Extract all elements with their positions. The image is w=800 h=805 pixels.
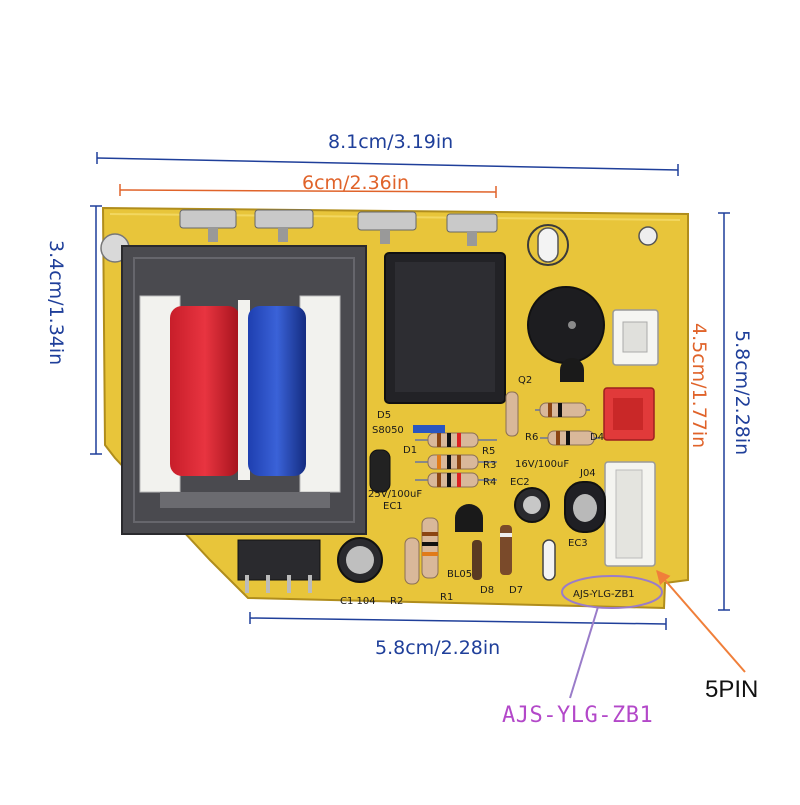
silk-ref: D4 xyxy=(590,432,604,443)
silk-ref: D5 xyxy=(377,410,391,421)
silk-ref: R5 xyxy=(482,446,495,457)
diodes-transistors xyxy=(413,358,584,580)
model-callout-line xyxy=(569,606,599,699)
connector-callout-label: 5PIN xyxy=(705,676,759,703)
total-width-line xyxy=(96,157,679,171)
total-width-label: 8.1cm/3.19in xyxy=(328,131,454,153)
inner-width-label: 6cm/2.36in xyxy=(302,172,410,194)
model-callout-label: AJS-YLG-ZB1 xyxy=(502,703,654,728)
silk-ref: EC1 xyxy=(383,501,403,512)
total-height-label: 5.8cm/2.28in xyxy=(731,330,753,456)
model-highlight-ellipse xyxy=(561,575,663,609)
silk-model: AJS-YLG-ZB1 xyxy=(573,589,635,600)
silk-ref: S8050 xyxy=(372,425,404,436)
inner-height-label: 4.5cm/1.77in xyxy=(688,323,710,449)
silk-ref: R1 xyxy=(440,592,453,603)
left-height-label: 3.4cm/1.34in xyxy=(45,240,67,366)
silk-ref: R4 xyxy=(483,477,496,488)
bottom-width-label: 5.8cm/2.28in xyxy=(375,637,501,659)
silk-ref: R2 xyxy=(390,596,403,607)
resistors xyxy=(404,391,600,585)
buzzer xyxy=(527,286,605,364)
silk-ref: BL05 xyxy=(447,569,472,580)
silk-value: 25V/100uF xyxy=(368,489,422,500)
silk-ref: R6 xyxy=(525,432,538,443)
silk-ref: J04 xyxy=(579,468,596,479)
silkscreen-labels: D5 D1 R5 R3 R4 EC1 EC2 EC3 R6 Q2 D4 C1 1… xyxy=(340,375,635,607)
silk-ref: EC3 xyxy=(568,538,588,549)
spade-terminals xyxy=(179,209,498,246)
silk-ref: C1 104 xyxy=(340,596,376,607)
bottom-width-line xyxy=(249,617,667,625)
connectors xyxy=(237,309,659,593)
inner-width-line xyxy=(119,189,497,193)
silk-ref: R3 xyxy=(483,460,496,471)
silk-ref: D8 xyxy=(480,585,494,596)
silk-ref: Q2 xyxy=(518,375,532,386)
transformer xyxy=(121,245,367,535)
silk-ref: EC2 xyxy=(510,477,530,488)
pin-header xyxy=(237,539,321,581)
silk-ref: D7 xyxy=(509,585,523,596)
silk-value: 16V/100uF xyxy=(515,459,569,470)
electrolytic-capacitors xyxy=(337,449,606,583)
pin-callout-arrow xyxy=(656,569,746,673)
silk-ref: D1 xyxy=(403,445,417,456)
